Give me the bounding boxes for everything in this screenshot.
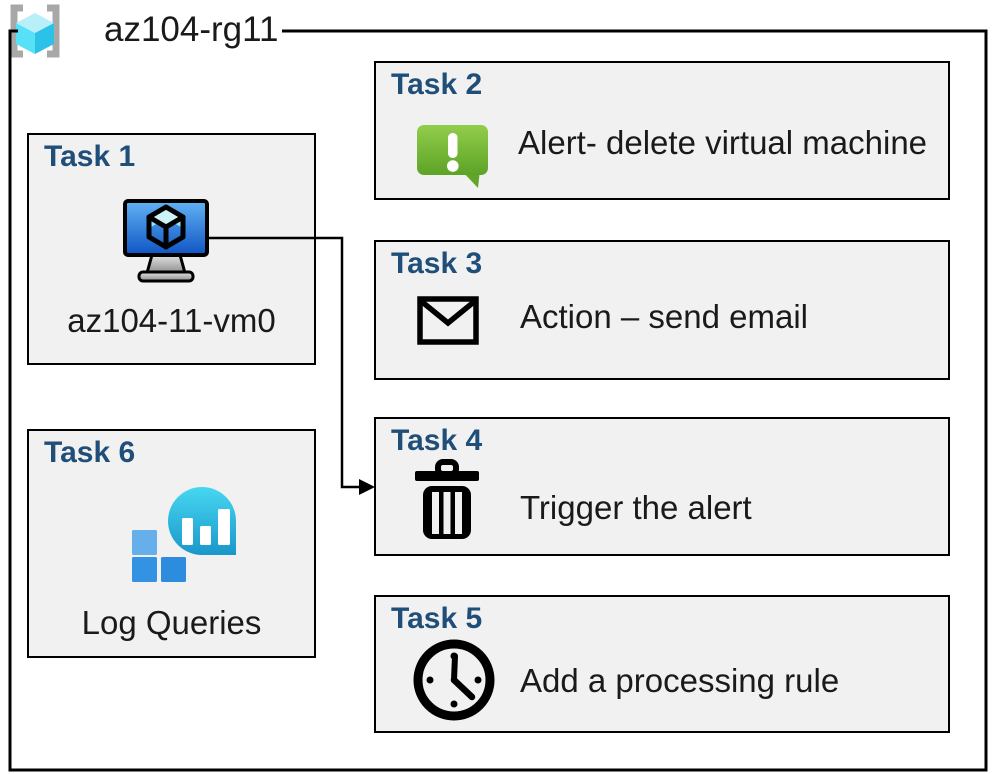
task3-title: Task 3 [391, 247, 483, 280]
task1-box: Task 1 az104-11-vm0 [27, 133, 316, 365]
task5-label: Add a processing rule [520, 662, 840, 699]
task4-title: Task 4 [391, 424, 483, 457]
task5-title: Task 5 [391, 602, 483, 635]
email-icon [417, 296, 479, 345]
task3-label: Action – send email [520, 298, 808, 335]
task2-box: Task 2 Alert- delete virtual machine [374, 61, 950, 200]
task4-label: Trigger the alert [520, 489, 752, 526]
task2-label: Alert- delete virtual machine [518, 124, 928, 161]
resource-group-icon [10, 4, 60, 58]
task5-box: Task 5 Add a processing rule [374, 595, 950, 733]
task1-title: Task 1 [44, 140, 136, 173]
alert-icon [417, 125, 488, 188]
task2-title: Task 2 [391, 68, 483, 101]
resource-group-title: az104-rg11 [98, 10, 285, 50]
task6-label: Log Queries [81, 604, 262, 641]
trash-icon [415, 459, 479, 539]
virtual-machine-icon [123, 199, 209, 283]
task6-box: Task 6 Log Queries [27, 429, 316, 658]
log-analytics-icon [132, 487, 236, 582]
task4-box: Task 4 Trigger the alert [374, 417, 950, 556]
connector-arrowhead-icon [359, 479, 375, 495]
task1-label: az104-11-vm0 [67, 302, 276, 339]
task6-title: Task 6 [44, 436, 136, 469]
clock-icon [413, 639, 495, 721]
task3-box: Task 3 Action – send email [374, 240, 950, 380]
